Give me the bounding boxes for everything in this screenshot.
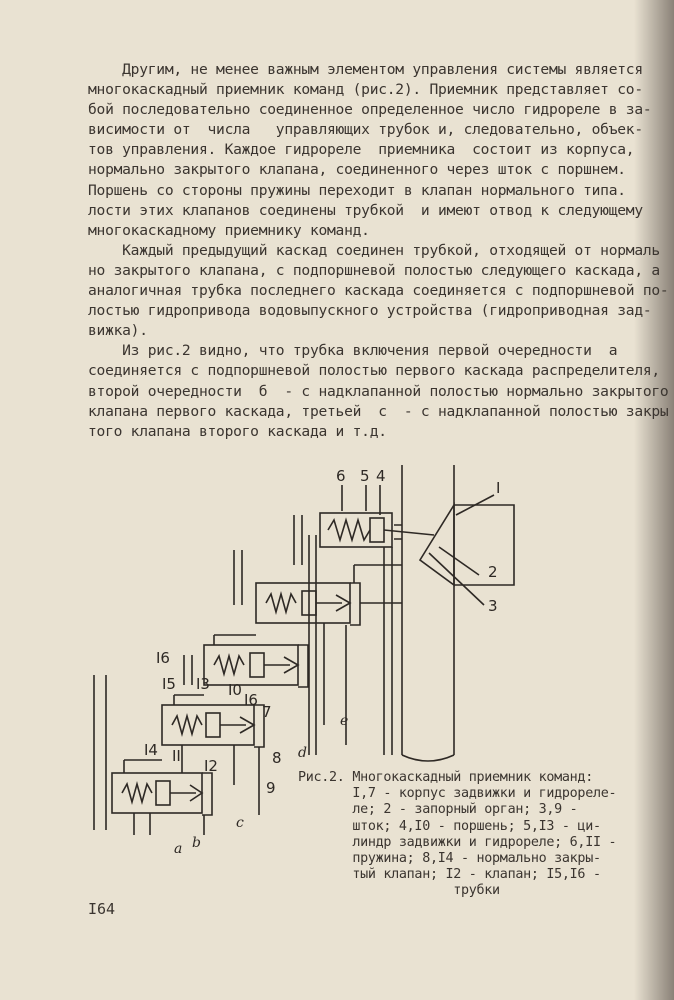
caption-line: пружина; 8,I4 - нормально закры- <box>298 850 601 866</box>
pipe-letter-b: b <box>192 835 201 851</box>
label-6: 6 <box>336 467 346 485</box>
text-line: нормально закрытого клапана, соединенног… <box>88 161 626 179</box>
text-line: но закрытого клапана, с подпоршневой пол… <box>88 261 660 279</box>
actuator-spring <box>327 517 371 543</box>
page-edge-shadow <box>634 0 674 1000</box>
label-8: 8 <box>272 749 282 767</box>
text-line: Другим, не менее важным элементом управл… <box>88 61 643 78</box>
text-line: клапана первого каскада, третьей c - с н… <box>88 402 669 420</box>
cascade1-spring <box>121 781 153 805</box>
valve-side-port <box>454 504 515 586</box>
pipe-letter-c: c <box>236 815 244 831</box>
text-line: многокаскадный приемник команд (рис.2). … <box>88 81 643 99</box>
label-13: I3 <box>196 675 210 693</box>
label-10: I0 <box>228 681 242 699</box>
caption-line: ле; 2 - запорный орган; 3,9 - <box>298 802 578 818</box>
pipe-letter-d: d <box>298 745 307 761</box>
label-3: 3 <box>488 597 498 615</box>
caption-line: линдр задвижки и гидрореле; 6,II - <box>298 834 617 850</box>
body-text: Другим, не менее важным элементом управл… <box>88 60 669 442</box>
label-15: I5 <box>162 675 176 693</box>
label-9: 9 <box>266 779 276 797</box>
cascade4-spring <box>265 591 297 615</box>
caption-line: трубки <box>298 883 500 899</box>
label-2: 2 <box>488 563 498 581</box>
actuator-rod <box>383 529 435 536</box>
text-line: бой последовательно соединенное определе… <box>88 101 652 119</box>
figure-caption: Рис.2. Многокаскадный приемник команд: I… <box>298 770 638 900</box>
text-line: соединяется с подпоршневой полостью перв… <box>88 362 660 380</box>
label-5: 5 <box>360 467 370 485</box>
page-number: I64 <box>88 900 116 918</box>
caption-line: шток; 4,I0 - поршень; 5,I3 - ци- <box>298 818 601 834</box>
text-line: лости этих клапанов соединены трубкой и … <box>88 201 643 219</box>
text-line: вижка). <box>88 322 148 340</box>
text-line: второй очередности б - с надклапанной по… <box>88 382 669 400</box>
text-line: Каждый предыдущий каскад соединен трубко… <box>88 241 660 259</box>
text-line: лостью гидропривода водовыпускного устро… <box>88 302 652 320</box>
gate-disc <box>418 502 455 587</box>
label-16b: I6 <box>244 691 258 709</box>
text-line: тов управления. Каждое гидрореле приемни… <box>88 141 635 159</box>
label-12: I2 <box>204 757 218 775</box>
hydraulic-receiver-diagram: 6 5 4 I 2 3 I6 I5 I3 I0 I6 7 I4 II I2 8 … <box>84 455 534 865</box>
text-line: того клапана второго каскада и т.д. <box>88 422 387 440</box>
label-11: II <box>172 747 181 765</box>
label-7: 7 <box>262 703 272 721</box>
text-line: висимости от числа управляющих трубок и,… <box>88 121 643 139</box>
label-16: I6 <box>156 649 170 667</box>
pipe-letter-a: a <box>174 841 182 857</box>
text-line: многокаскадному приемнику команд. <box>88 221 370 239</box>
caption-line: I,7 - корпус задвижки и гидрореле- <box>298 786 617 802</box>
label-4: 4 <box>376 467 386 485</box>
cascade3-spring <box>213 653 245 677</box>
text-line: Поршень со стороны пружины переходит в к… <box>88 181 626 199</box>
cascade2-spring <box>171 713 203 737</box>
pipe-letter-e: e <box>340 713 348 729</box>
caption-line: Рис.2. Многокаскадный приемник команд: <box>298 770 593 785</box>
actuator-piston <box>369 517 385 543</box>
caption-line: тый клапан; I2 - клапан; I5,I6 - <box>298 867 601 883</box>
label-14: I4 <box>144 741 158 759</box>
text-line: аналогичная трубка последнего каскада со… <box>88 282 669 300</box>
label-1: I <box>496 479 500 497</box>
text-line: Из рис.2 видно, что трубка включения пер… <box>88 342 618 360</box>
